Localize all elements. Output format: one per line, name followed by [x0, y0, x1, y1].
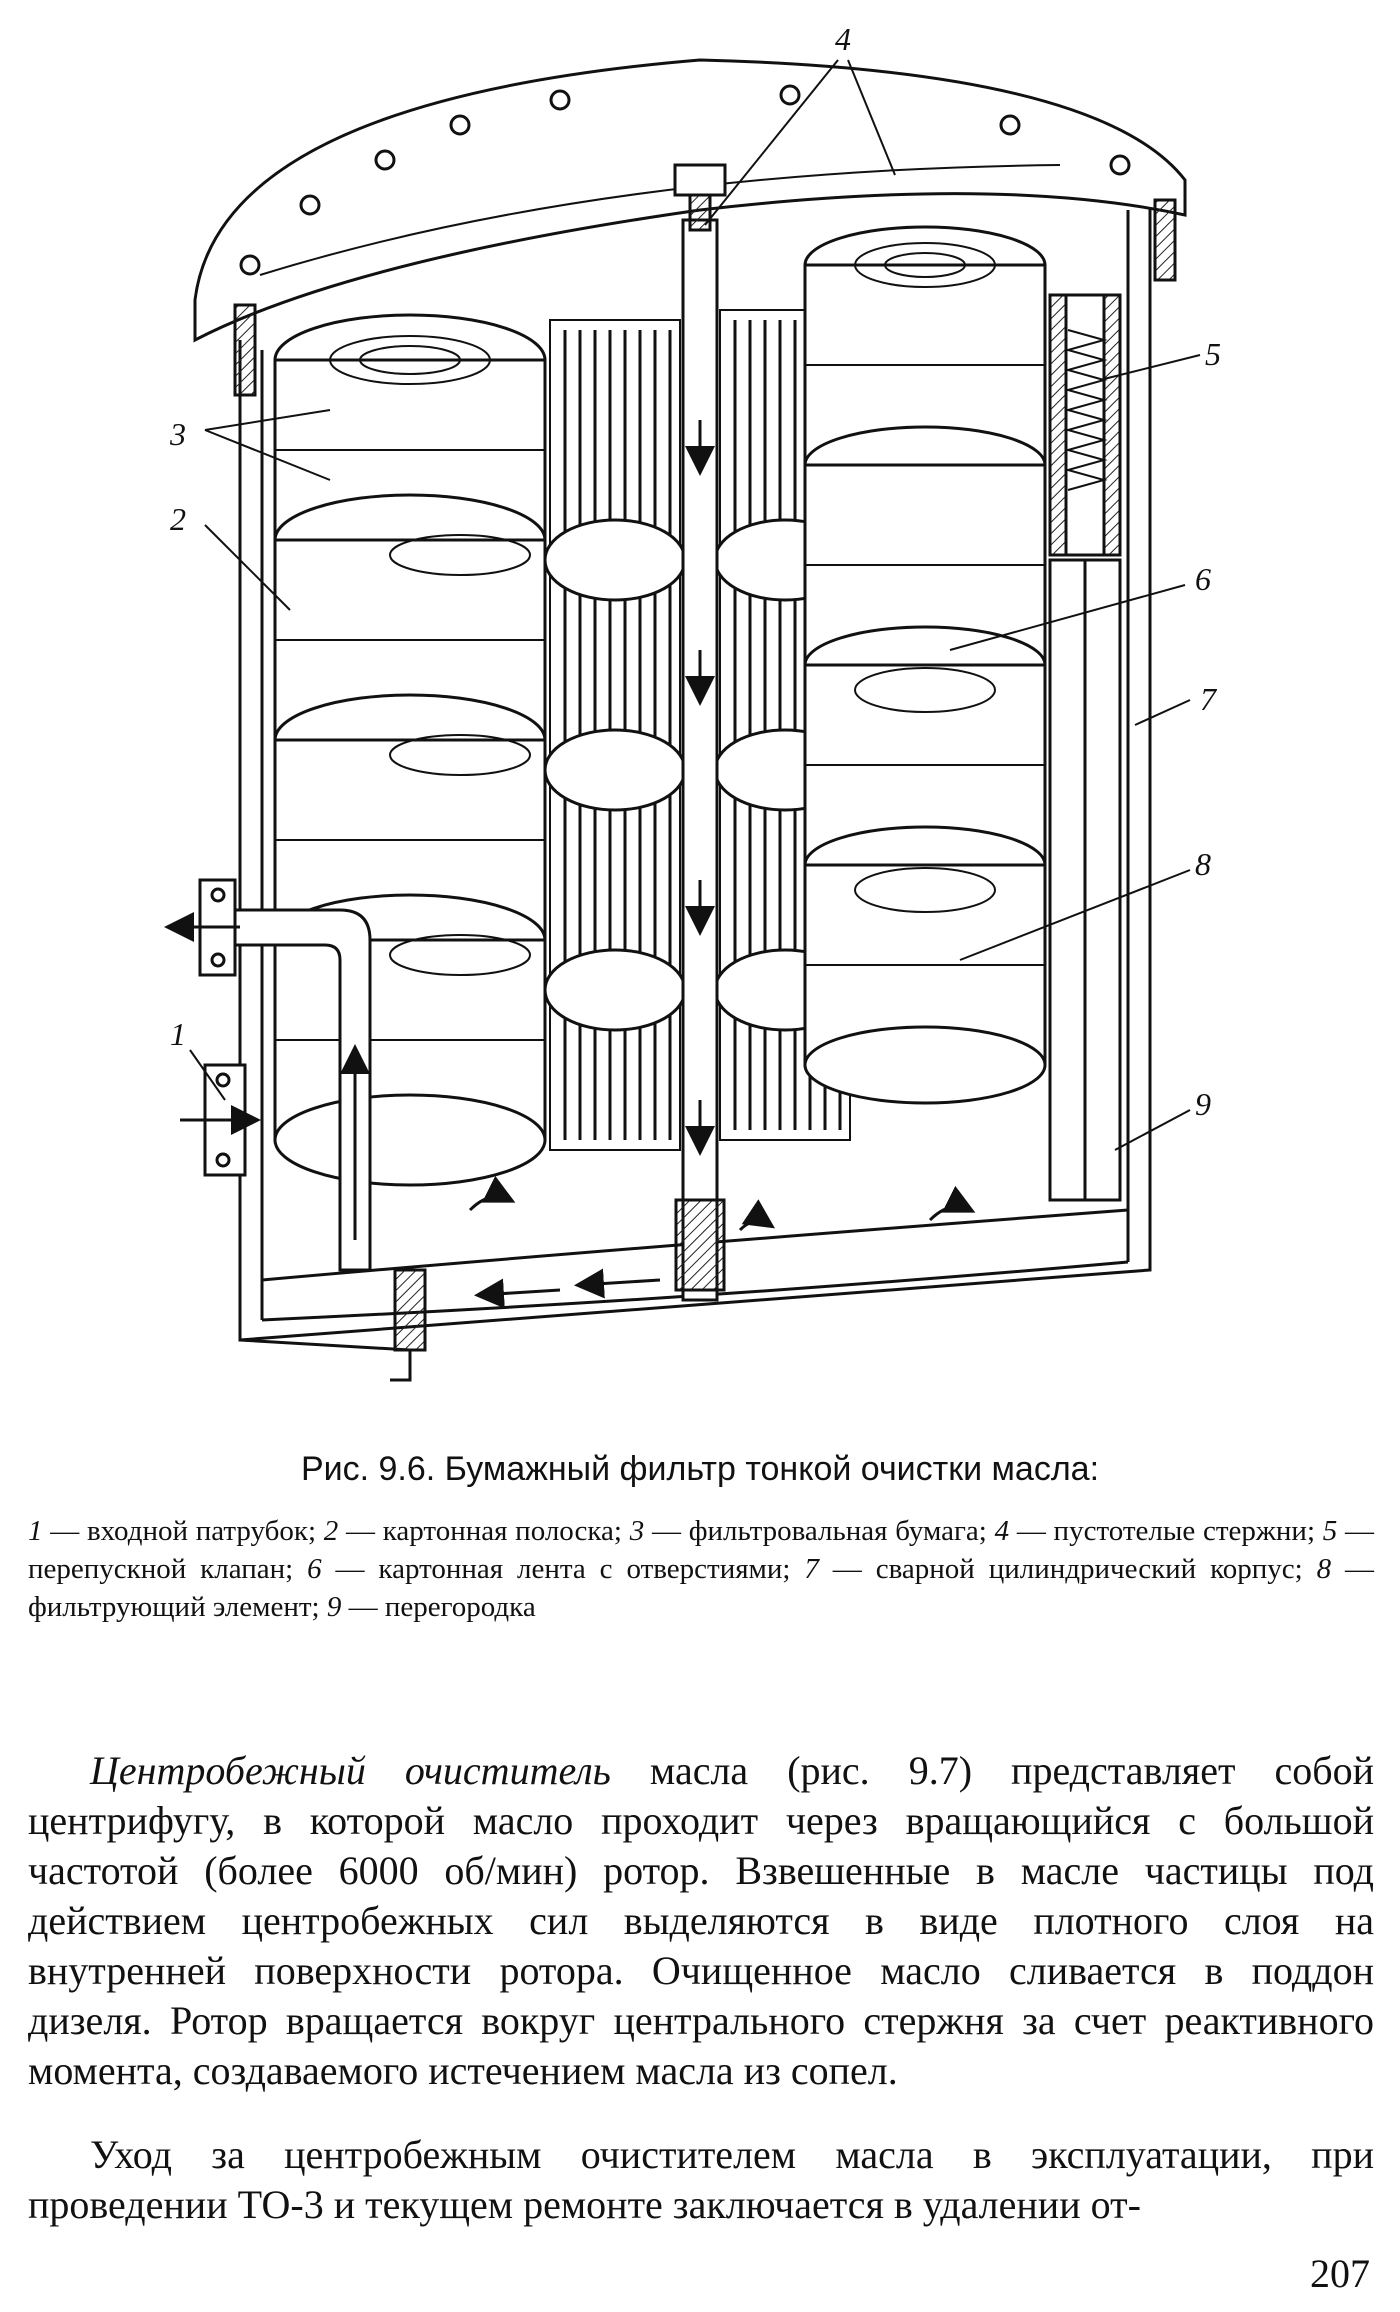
callout-1: 1	[170, 1016, 186, 1052]
legend-num-1: 1	[28, 1515, 43, 1547]
legend-num-4: 4	[994, 1515, 1010, 1547]
paragraph-2-text: Уход за центробежным очистителем масла в…	[28, 2132, 1374, 2227]
legend-num-7: 7	[804, 1553, 819, 1585]
legend-text-7: — сварной цилиндрический корпус;	[818, 1553, 1317, 1585]
callout-8: 8	[1195, 846, 1211, 882]
legend-text-5: — перепускной клапан;	[28, 1515, 1374, 1585]
legend-text-3: — фильтровальная бумага;	[644, 1515, 995, 1547]
legend-num-3: 3	[629, 1515, 645, 1547]
callout-3: 3	[169, 416, 186, 452]
leader-lines	[189, 59, 1201, 1151]
legend-num-9: 9	[326, 1591, 342, 1623]
legend-text-9: — перегородка	[341, 1591, 536, 1623]
legend-num-5: 5	[1322, 1515, 1338, 1547]
legend-text-6: — картонная лента с отверстиями;	[321, 1553, 805, 1585]
callout-9: 9	[1195, 1086, 1211, 1122]
paragraph-1-term: Центробежный очиститель	[90, 1748, 611, 1793]
partition	[1048, 558, 1122, 1202]
legend-num-8: 8	[1316, 1553, 1332, 1585]
callout-5: 5	[1205, 336, 1221, 372]
paragraph-2: Уход за центробежным очистителем масла в…	[28, 2130, 1374, 2230]
callout-2: 2	[170, 501, 186, 537]
callout-4: 4	[835, 21, 851, 57]
callout-6: 6	[1195, 561, 1211, 597]
paragraph-1-text: масла (рис. 9.7) представляет собой цент…	[28, 1748, 1374, 2093]
figure-caption-title: Рис. 9.6. Бумажный фильтр тонкой очистки…	[300, 1450, 1100, 1488]
legend-text-8: — фильтрующий элемент;	[28, 1553, 1374, 1623]
legend-text-1: — входной патрубок;	[42, 1515, 324, 1547]
legend-text-4: — пустотелые стержни;	[1009, 1515, 1323, 1547]
left-filter-stack	[273, 313, 547, 1187]
page-number: 207	[1310, 2251, 1370, 2296]
legend-text-2: — картонная полоска;	[338, 1515, 630, 1547]
figure-legend: 1 — входной патрубок; 2 — картонная поло…	[28, 1512, 1374, 1626]
paragraph-1: Центробежный очиститель масла (рис. 9.7)…	[28, 1746, 1374, 2096]
legend-num-6: 6	[307, 1553, 322, 1585]
figure-oil-filter: 4 5 3 2 6 7 8 1 9	[164, 21, 1221, 1382]
bypass-valve	[1048, 293, 1122, 557]
legend-num-2: 2	[323, 1515, 339, 1547]
callout-7: 7	[1200, 681, 1218, 717]
filter-drawing: 4 5 3 2 6 7 8 1 9	[164, 21, 1221, 1382]
right-filter-stack	[803, 225, 1047, 1105]
flow-arrows	[164, 420, 976, 1309]
